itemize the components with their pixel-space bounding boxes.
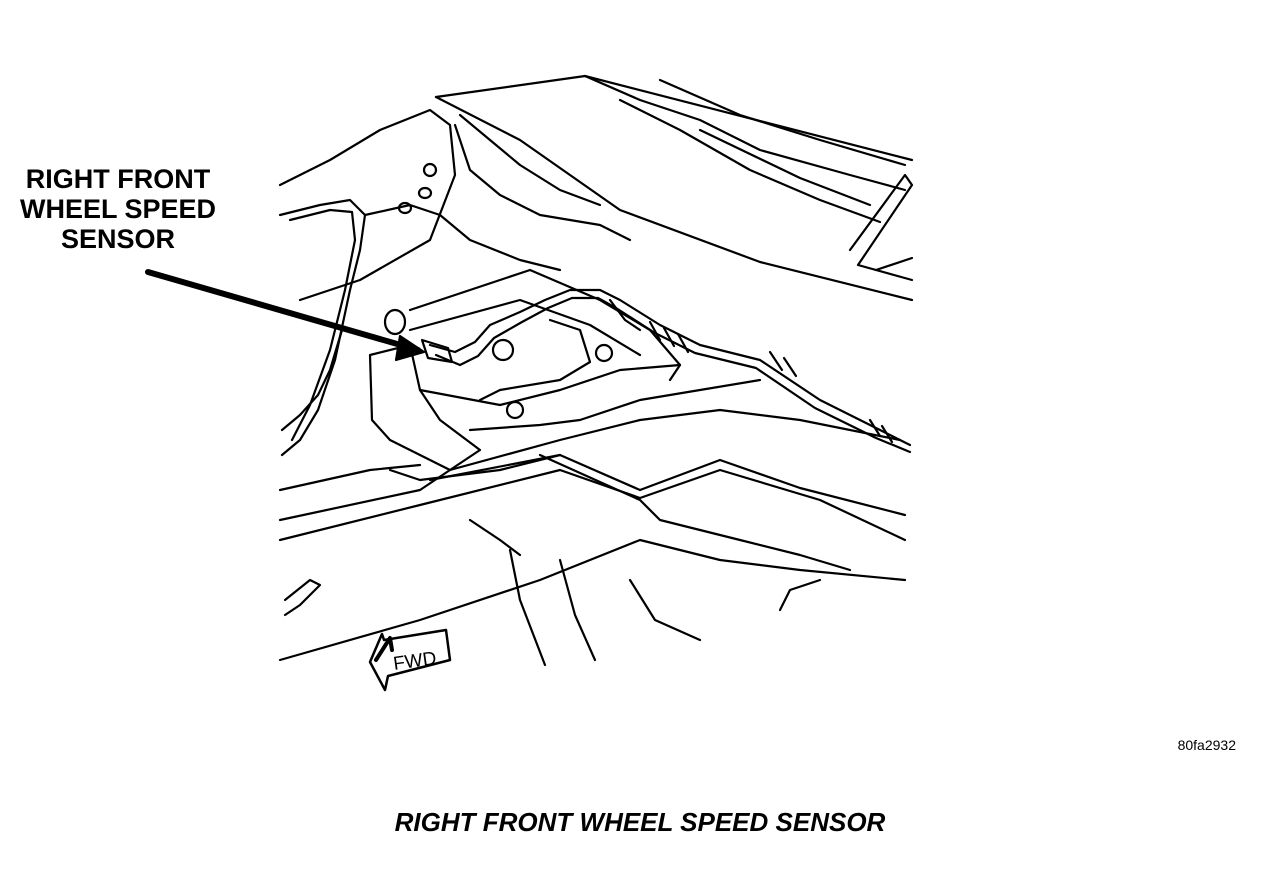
wheel-well <box>278 108 632 457</box>
forward-arrow-icon: FWD <box>368 628 452 692</box>
callout-line-1: RIGHT FRONT <box>25 164 211 194</box>
sensor-harness <box>420 288 912 454</box>
lower-floor <box>278 453 907 667</box>
body-panels <box>434 74 914 302</box>
callout-line-2: WHEEL SPEED <box>19 194 217 224</box>
leader-arrow <box>145 269 426 362</box>
callout-line-3: SENSOR <box>60 224 176 254</box>
figure-caption: RIGHT FRONT WHEEL SPEED SENSOR <box>394 807 886 837</box>
figure-id: 80fa2932 <box>1177 737 1236 753</box>
frame-rail <box>278 268 902 522</box>
